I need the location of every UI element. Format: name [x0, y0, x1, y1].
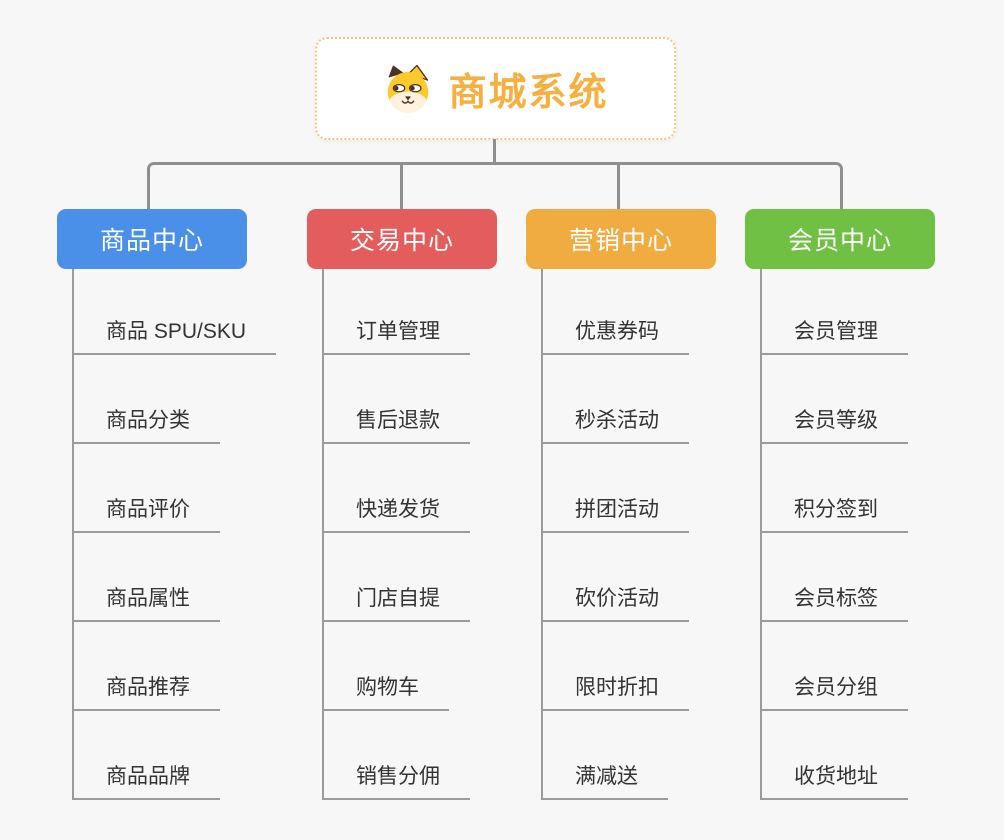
leaf-item[interactable]: 商品推荐	[74, 622, 220, 711]
branch-leaf-list: 优惠券码秒杀活动拼团活动砍价活动限时折扣满减送	[541, 269, 689, 800]
leaf-item[interactable]: 拼团活动	[543, 444, 689, 533]
leaf-item[interactable]: 快递发货	[324, 444, 470, 533]
leaf-item[interactable]: 砍价活动	[543, 533, 689, 622]
branch-node[interactable]: 商品中心	[57, 209, 247, 269]
branch-drop-connector	[400, 163, 403, 210]
leaf-item[interactable]: 商品 SPU/SKU	[74, 269, 277, 355]
root-node-mall-system[interactable]: 商城系统	[315, 37, 676, 140]
branch-leaf-list: 会员管理会员等级积分签到会员标签会员分组收货地址	[760, 269, 908, 800]
leaf-item[interactable]: 商品评价	[74, 444, 220, 533]
leaf-item[interactable]: 商品属性	[74, 533, 220, 622]
branch-rail-connector	[147, 162, 843, 210]
leaf-item[interactable]: 门店自提	[324, 533, 470, 622]
branch-column-2: 交易中心 订单管理售后退款快递发货门店自提购物车销售分佣	[307, 209, 497, 800]
leaf-item[interactable]: 购物车	[324, 622, 449, 711]
shiba-dog-icon	[382, 63, 434, 115]
leaf-item[interactable]: 限时折扣	[543, 622, 689, 711]
branch-node[interactable]: 营销中心	[526, 209, 716, 269]
leaf-item[interactable]: 销售分佣	[324, 711, 470, 800]
leaf-item[interactable]: 订单管理	[324, 269, 470, 355]
leaf-item[interactable]: 售后退款	[324, 355, 470, 444]
branch-column-4: 会员中心 会员管理会员等级积分签到会员标签会员分组收货地址	[745, 209, 935, 800]
leaf-item[interactable]: 满减送	[543, 711, 668, 800]
leaf-item[interactable]: 优惠券码	[543, 269, 689, 355]
branch-drop-connector	[617, 163, 620, 210]
root-node-label: 商城系统	[448, 72, 609, 114]
branch-column-3: 营销中心 优惠券码秒杀活动拼团活动砍价活动限时折扣满减送	[526, 209, 716, 800]
leaf-item[interactable]: 会员标签	[762, 533, 908, 622]
leaf-item[interactable]: 秒杀活动	[543, 355, 689, 444]
branch-node[interactable]: 交易中心	[307, 209, 497, 269]
branch-leaf-list: 订单管理售后退款快递发货门店自提购物车销售分佣	[322, 269, 470, 800]
leaf-item[interactable]: 会员等级	[762, 355, 908, 444]
root-stem-connector	[493, 139, 496, 163]
leaf-item[interactable]: 收货地址	[762, 711, 908, 800]
leaf-item[interactable]: 会员分组	[762, 622, 908, 711]
leaf-item[interactable]: 会员管理	[762, 269, 908, 355]
branch-node[interactable]: 会员中心	[745, 209, 935, 269]
leaf-item[interactable]: 积分签到	[762, 444, 908, 533]
leaf-item[interactable]: 商品品牌	[74, 711, 220, 800]
leaf-item[interactable]: 商品分类	[74, 355, 220, 444]
